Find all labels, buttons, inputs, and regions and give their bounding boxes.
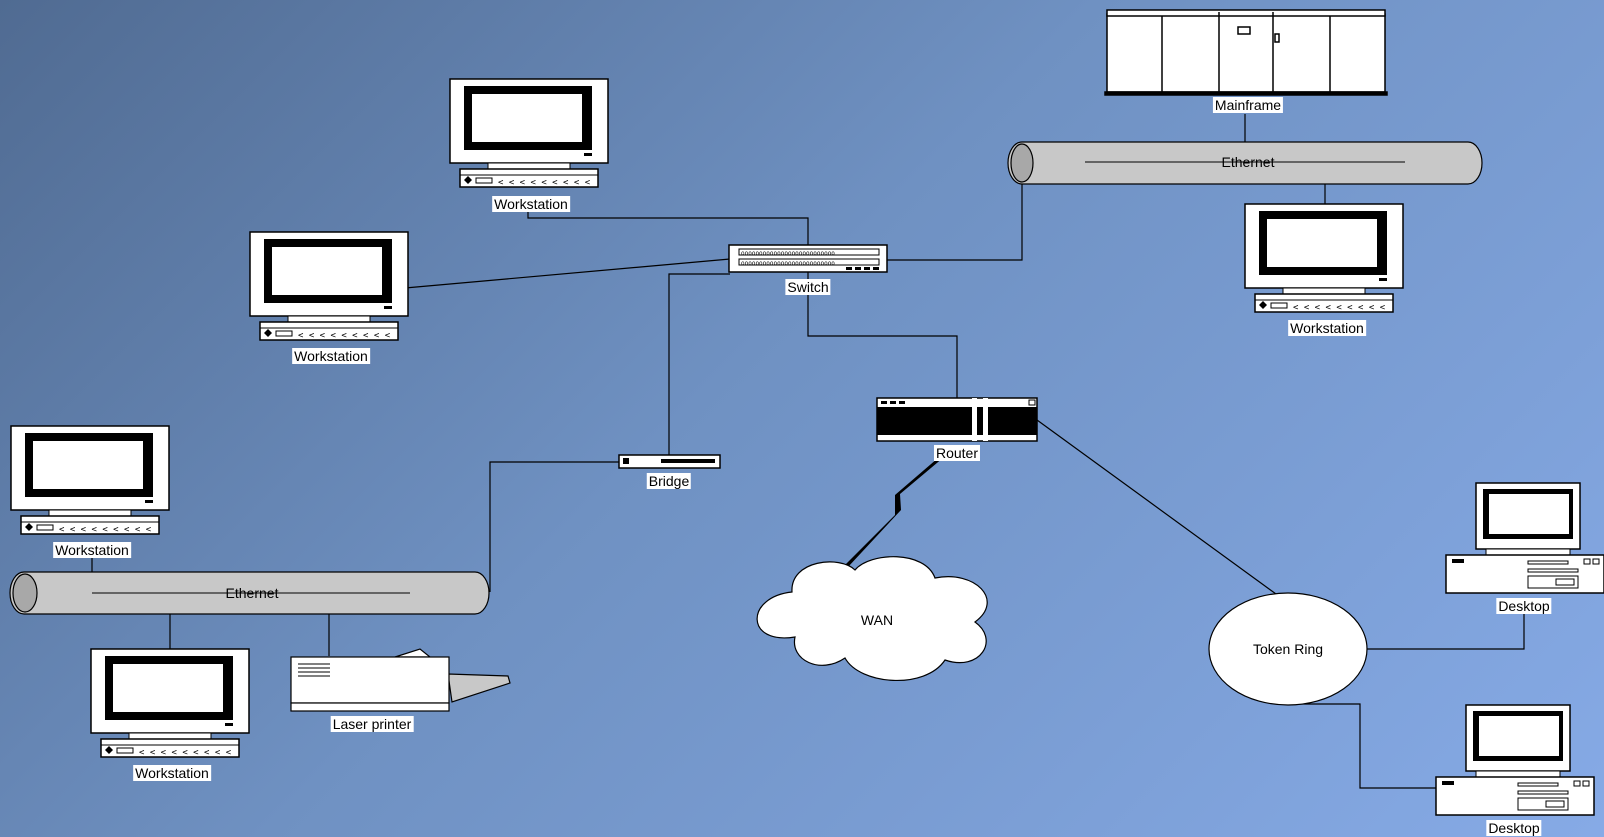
link-token-ring-desktop-bottom <box>1290 703 1436 789</box>
switch-icon: oooooooooooooooooooooooooo ooooooooooooo… <box>728 244 888 273</box>
desktop-top-label: Desktop <box>1496 598 1552 614</box>
desktop-bottom-label: Desktop <box>1486 820 1542 836</box>
link-switch-ethernet-top <box>886 165 1023 261</box>
workstation-bottom-icon <box>90 648 250 759</box>
mainframe-icon <box>1104 9 1388 96</box>
svg-text:oooooooooooooooooooooooooo: oooooooooooooooooooooooooo <box>741 250 835 257</box>
laser-printer-icon <box>290 648 511 712</box>
workstation-mid-label: Workstation <box>292 348 370 364</box>
bridge-label: Bridge <box>646 473 692 489</box>
link-token-ring-desktop-top <box>1364 600 1525 650</box>
bridge-icon <box>618 454 721 469</box>
workstation-right-label: Workstation <box>1288 320 1366 336</box>
workstation-top-label: Workstation <box>492 196 570 212</box>
wan-cloud-icon <box>756 556 988 681</box>
wan-label: WAN <box>860 612 894 628</box>
link-bridge-ethernet-bottom <box>489 461 619 592</box>
ethernet-bottom-label: Ethernet <box>225 585 279 601</box>
wan-lightning-icon <box>843 452 950 567</box>
router-icon <box>876 397 1038 442</box>
link-switch-bridge <box>668 273 730 456</box>
switch-label: Switch <box>785 279 831 295</box>
workstation-left-label: Workstation <box>53 542 131 558</box>
router-label: Router <box>933 445 981 461</box>
workstation-top-icon <box>449 78 609 189</box>
connections <box>91 114 1525 789</box>
workstation-mid-icon <box>249 231 409 342</box>
laser-printer-label: Laser printer <box>330 716 414 732</box>
workstation-bottom-label: Workstation <box>133 765 211 781</box>
desktop-bottom-icon <box>1435 704 1595 816</box>
workstation-left-icon <box>10 425 170 536</box>
link-ws-top-switch <box>527 199 809 246</box>
link-switch-router <box>807 270 958 398</box>
link-router-token-ring <box>1036 419 1277 595</box>
ethernet-top-pipe <box>1007 141 1483 185</box>
token-ring-label: Token Ring <box>1252 641 1324 657</box>
desktop-top-icon <box>1445 482 1604 594</box>
token-ring-icon <box>1208 592 1368 706</box>
mainframe-label: Mainframe <box>1212 97 1284 113</box>
svg-text:oooooooooooooooooooooooooo: oooooooooooooooooooooooooo <box>741 260 835 267</box>
ethernet-bottom-pipe <box>9 571 490 615</box>
workstation-right-icon <box>1244 203 1404 314</box>
ethernet-top-label: Ethernet <box>1221 154 1275 170</box>
link-ws-mid-switch <box>404 258 731 289</box>
